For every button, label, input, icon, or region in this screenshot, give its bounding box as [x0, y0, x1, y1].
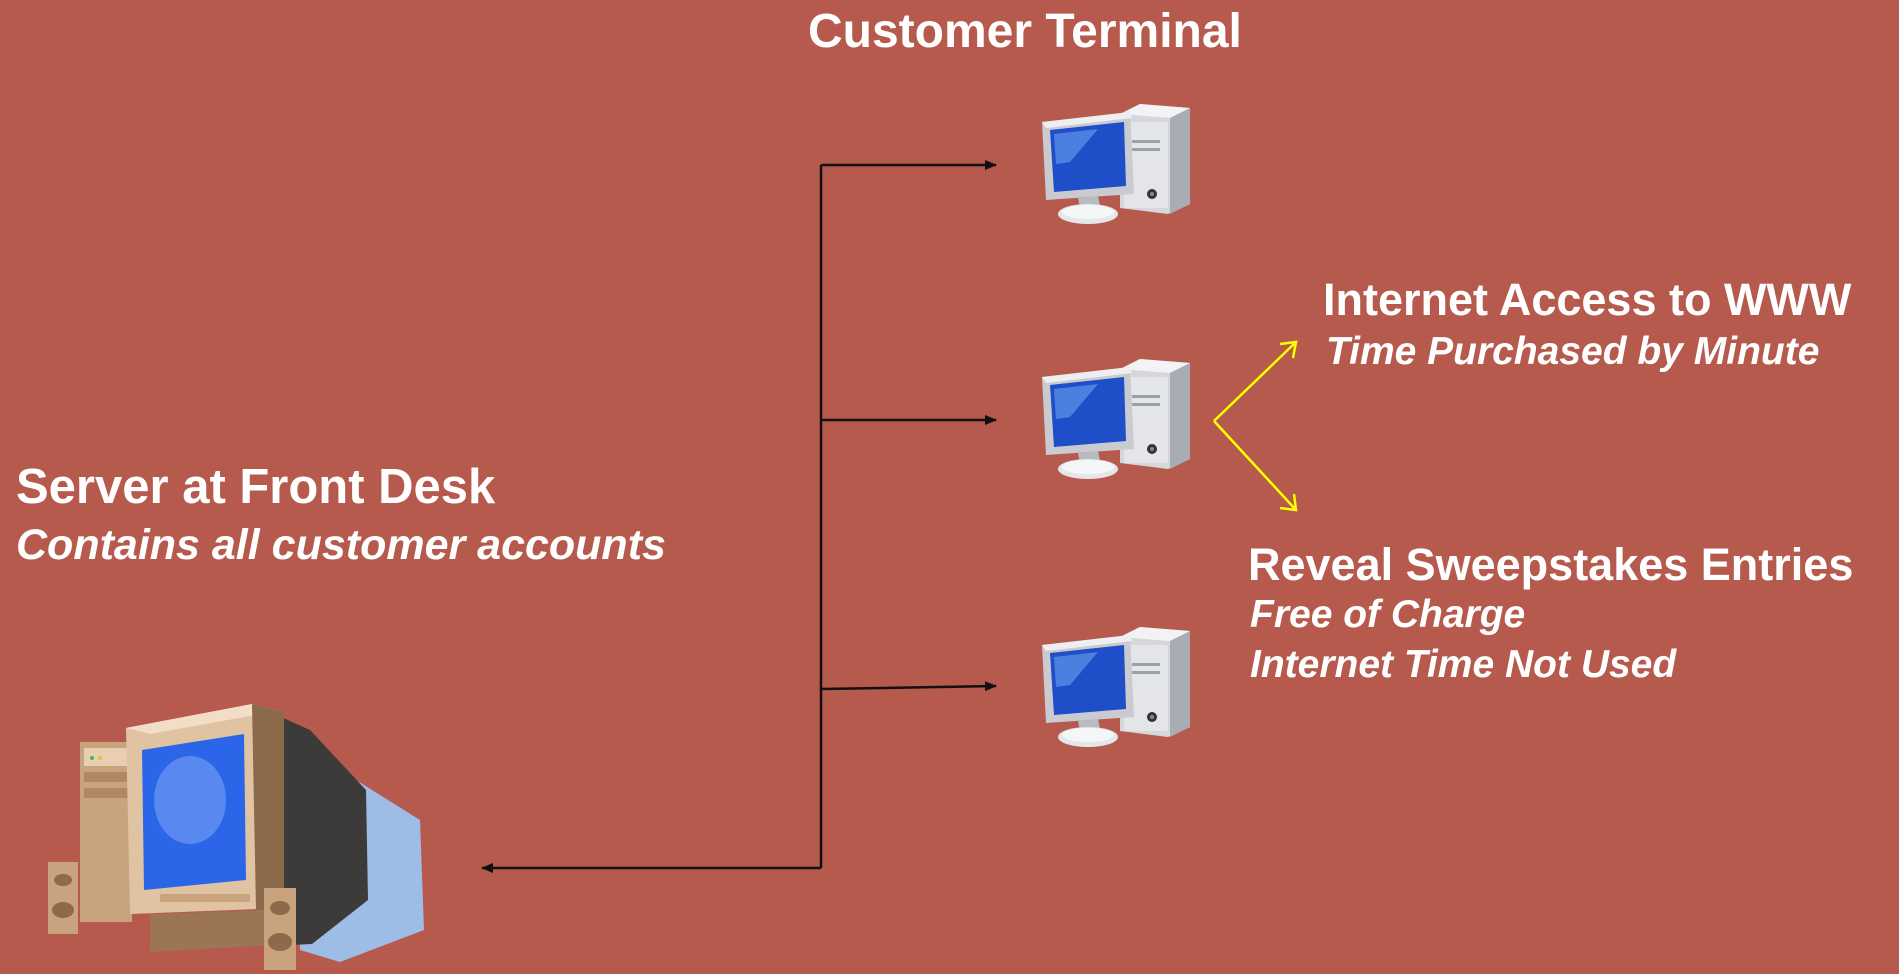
desktop-computer-icon [1042, 104, 1190, 224]
customer-terminal-heading: Customer Terminal [808, 5, 1242, 58]
arrow-to-sweepstakes [1213, 420, 1297, 511]
sweepstakes-line-2: Internet Time Not Used [1250, 643, 1677, 686]
branch-arrow-terminal-3 [820, 681, 997, 692]
yellow-branch-arrows [1213, 340, 1298, 512]
internet-subtitle: Time Purchased by Minute [1326, 330, 1820, 373]
retro-crt-computer-icon [48, 704, 424, 970]
arrow-head-sweepstakes [1279, 493, 1298, 512]
desktop-computer-icon [1042, 359, 1190, 479]
internet-title: Internet Access to WWW [1323, 274, 1852, 325]
sweepstakes-title: Reveal Sweepstakes Entries [1248, 539, 1854, 590]
sweepstakes-line-1: Free of Charge [1250, 593, 1526, 636]
arrow-to-internet [1213, 341, 1297, 422]
server-title: Server at Front Desk [16, 460, 496, 514]
server-subtitle: Contains all customer accounts [16, 521, 666, 569]
arrow-head-internet [1279, 340, 1298, 359]
desktop-computer-icon [1042, 627, 1190, 747]
